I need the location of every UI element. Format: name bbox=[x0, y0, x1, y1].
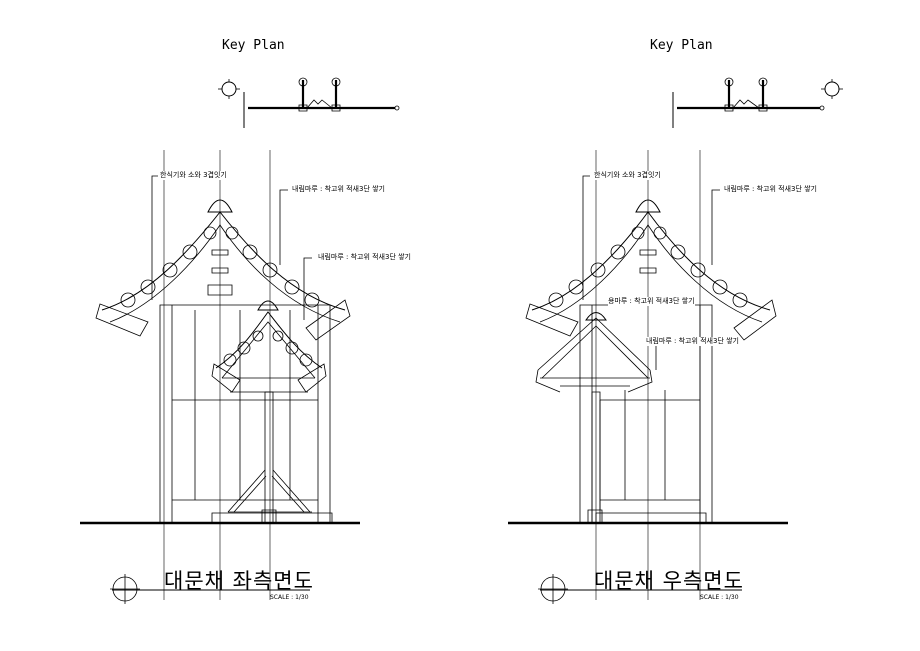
right-key-plan-diagram bbox=[673, 78, 843, 128]
right-drawing-title: 대문채 우측면도 bbox=[594, 569, 744, 593]
right-key-plan-label: Key Plan bbox=[650, 38, 713, 53]
left-key-plan-diagram bbox=[218, 78, 399, 128]
right-note-hip-ridge-main: 내림마루 : 착고위 적새3단 쌓기 bbox=[724, 185, 817, 194]
right-note-tile-roof: 한식기와 소와 3겹잇기 bbox=[594, 171, 661, 180]
right-drawing-scale: SCALE : 1/30 bbox=[700, 594, 739, 601]
left-drawing-scale: SCALE : 1/30 bbox=[270, 594, 309, 601]
left-note-hip-ridge-main: 내림마루 : 착고위 적새3단 쌓기 bbox=[292, 185, 385, 194]
right-note-hip-ridge-front: 내림마루 : 착고위 적새3단 쌓기 bbox=[646, 337, 739, 346]
left-key-plan-label: Key Plan bbox=[222, 38, 285, 53]
left-note-tile-roof: 한식기와 소와 3겹잇기 bbox=[160, 171, 227, 180]
left-drawing-title: 대문채 좌측면도 bbox=[164, 569, 314, 593]
left-main-roof-tiles bbox=[121, 227, 319, 307]
left-front-roof-tiles bbox=[224, 331, 312, 366]
right-note-main-ridge: 용마루 : 착고위 적새3단 쌓기 bbox=[608, 297, 695, 306]
left-note-hip-ridge-front: 내림마루 : 착고위 적새3단 쌓기 bbox=[318, 253, 411, 262]
